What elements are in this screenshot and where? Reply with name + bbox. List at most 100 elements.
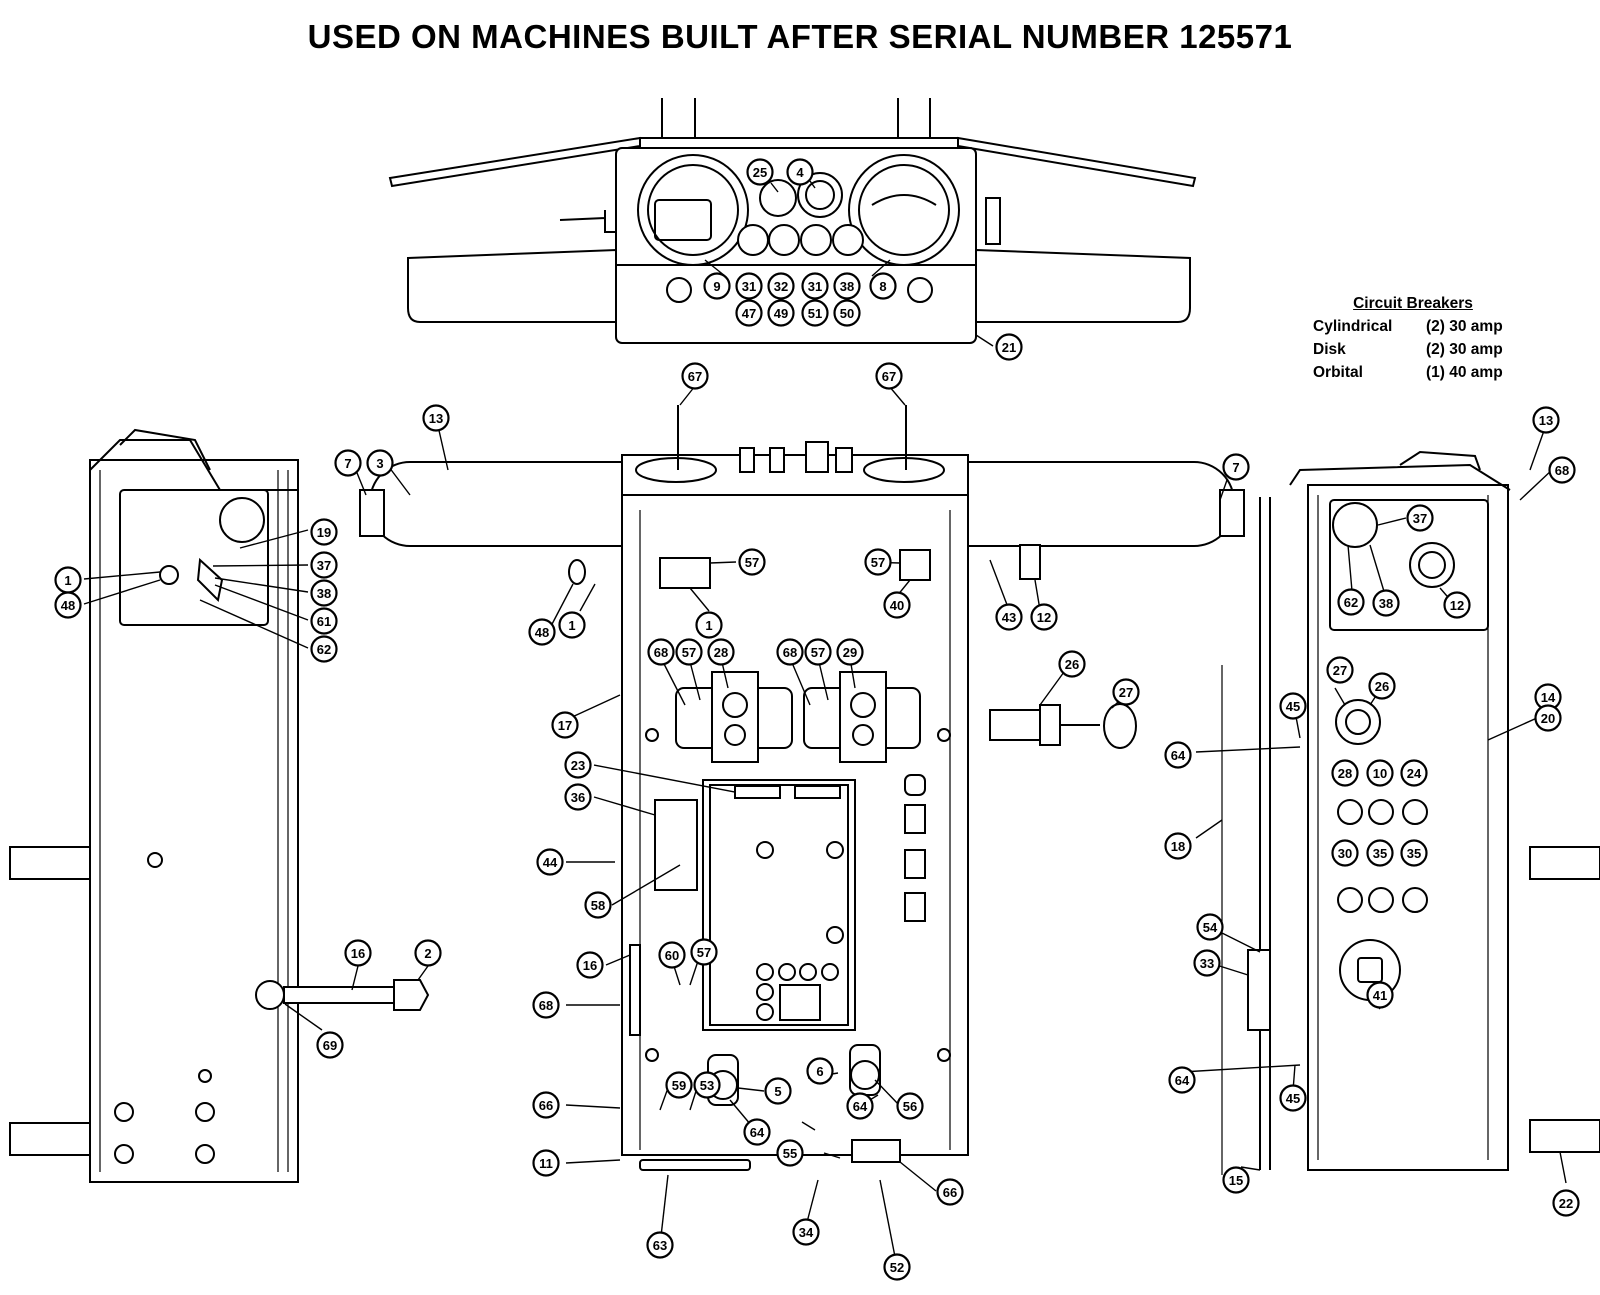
callout-number: 27	[1119, 685, 1133, 700]
callout-circle	[532, 1091, 560, 1119]
callout-circle	[334, 449, 362, 477]
callout-number: 63	[653, 1238, 667, 1253]
callout-37: 37	[1406, 504, 1434, 532]
callout-number: 38	[840, 279, 854, 294]
callout-number: 8	[879, 279, 886, 294]
callout-number: 7	[344, 456, 351, 471]
callout-circle	[767, 299, 795, 327]
callout-number: 56	[903, 1099, 917, 1114]
callout-50: 50	[833, 299, 861, 327]
callout-35: 35	[1366, 839, 1394, 867]
callout-38: 38	[1372, 589, 1400, 617]
callout-3: 3	[366, 449, 394, 477]
callout-68: 68	[1548, 456, 1576, 484]
callout-number: 40	[890, 598, 904, 613]
callout-circle	[776, 1139, 804, 1167]
callout-number: 3	[376, 456, 383, 471]
callout-number: 28	[714, 645, 728, 660]
callout-number: 30	[1338, 846, 1352, 861]
callout-number: 53	[700, 1078, 714, 1093]
callout-10: 10	[1366, 759, 1394, 787]
callout-circle	[528, 618, 556, 646]
callout-number: 59	[672, 1078, 686, 1093]
callout-26: 26	[1368, 672, 1396, 700]
callout-16: 16	[576, 951, 604, 979]
callout-number: 32	[774, 279, 788, 294]
callout-number: 36	[571, 790, 585, 805]
callout-number: 69	[323, 1038, 337, 1053]
callout-64: 64	[1168, 1066, 1196, 1094]
diagram-title: USED ON MACHINES BUILT AFTER SERIAL NUMB…	[307, 18, 1293, 55]
callout-number: 38	[1379, 596, 1393, 611]
callout-8: 8	[869, 272, 897, 300]
callout-47: 47	[735, 299, 763, 327]
callout-number: 1	[568, 618, 575, 633]
callout-circle	[1222, 453, 1250, 481]
callout-34: 34	[792, 1218, 820, 1246]
breaker-type: Disk	[1313, 341, 1346, 358]
callout-number: 21	[1002, 340, 1016, 355]
callout-number: 19	[317, 525, 331, 540]
callout-number: 10	[1373, 766, 1387, 781]
callout-number: 31	[808, 279, 822, 294]
callout-57: 57	[675, 638, 703, 666]
callout-number: 68	[783, 645, 797, 660]
callout-circle	[1222, 1166, 1250, 1194]
callout-circle	[1279, 692, 1307, 720]
callout-number: 67	[688, 369, 702, 384]
callout-58: 58	[584, 891, 612, 919]
callout-30: 30	[1331, 839, 1359, 867]
callout-25: 25	[746, 158, 774, 186]
breaker-type: Cylindrical	[1313, 318, 1393, 335]
callout-38: 38	[833, 272, 861, 300]
callout-number: 64	[853, 1099, 868, 1114]
callout-circle	[735, 299, 763, 327]
callout-57: 57	[738, 548, 766, 576]
callout-23: 23	[564, 751, 592, 779]
callout-circle	[735, 272, 763, 300]
callout-number: 37	[317, 558, 331, 573]
callout-circle	[776, 638, 804, 666]
callout-4: 4	[786, 158, 814, 186]
center-front-view	[359, 405, 1245, 1171]
callout-40: 40	[883, 591, 911, 619]
callout-circle	[1164, 741, 1192, 769]
callout-number: 17	[558, 718, 572, 733]
callout-circle	[846, 1092, 874, 1120]
callout-circle	[743, 1118, 771, 1146]
callout-number: 68	[654, 645, 668, 660]
callout-5: 5	[764, 1077, 792, 1105]
callout-1: 1	[558, 611, 586, 639]
callout-circle	[1196, 913, 1224, 941]
callout-57: 57	[804, 638, 832, 666]
callout-64: 64	[743, 1118, 771, 1146]
callout-number: 57	[697, 945, 711, 960]
callout-number: 37	[1413, 511, 1427, 526]
callout-57: 57	[864, 548, 892, 576]
callout-circle	[883, 1253, 911, 1281]
callout-number: 35	[1373, 846, 1387, 861]
callout-number: 47	[742, 306, 756, 321]
callout-circle	[1193, 949, 1221, 977]
callout-68: 68	[776, 638, 804, 666]
callout-circle	[801, 272, 829, 300]
callout-circle	[746, 158, 774, 186]
callout-number: 64	[1171, 748, 1186, 763]
callout-53: 53	[693, 1071, 721, 1099]
callout-41: 41	[1366, 981, 1394, 1009]
callout-circle	[414, 939, 442, 967]
callout-57: 57	[690, 938, 718, 966]
callout-32: 32	[767, 272, 795, 300]
callout-circle	[1366, 981, 1394, 1009]
callout-circle	[584, 891, 612, 919]
callout-number: 45	[1286, 699, 1300, 714]
callout-38: 38	[310, 579, 338, 607]
breaker-type: Orbital	[1313, 364, 1363, 381]
callout-number: 60	[665, 948, 679, 963]
callout-6: 6	[806, 1057, 834, 1085]
callout-number: 13	[1539, 413, 1553, 428]
callout-number: 54	[1203, 920, 1218, 935]
callout-circle	[1168, 1066, 1196, 1094]
callout-20: 20	[1534, 704, 1562, 732]
callout-circle	[310, 518, 338, 546]
